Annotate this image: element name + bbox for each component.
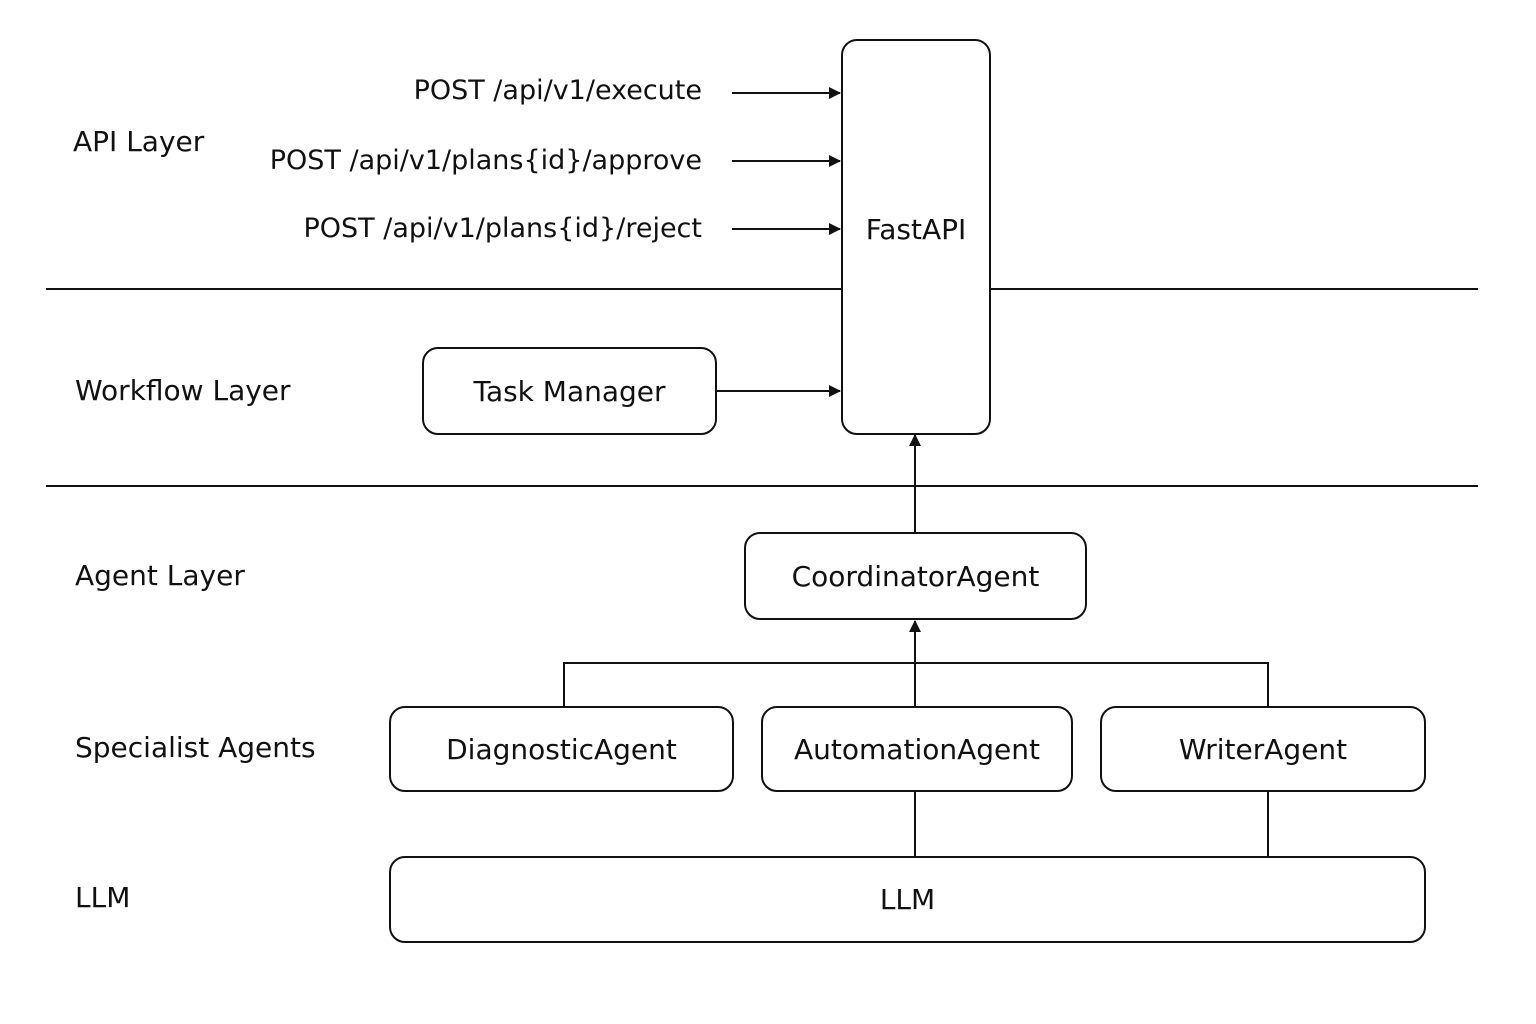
automation-agent-label: AutomationAgent [794, 732, 1040, 766]
layer-label-api: API Layer [73, 125, 205, 158]
task-manager-node: Task Manager [422, 347, 717, 435]
fastapi-label: FastAPI [865, 213, 967, 246]
diagnostic-agent-node: DiagnosticAgent [389, 706, 734, 792]
coordinator-agent-label: CoordinatorAgent [791, 559, 1040, 593]
endpoint-reject: POST /api/v1/plans{id}/reject [303, 213, 702, 244]
diagnostic-agent-label: DiagnosticAgent [446, 732, 677, 766]
fastapi-node: FastAPI [841, 39, 991, 435]
writer-agent-node: WriterAgent [1100, 706, 1426, 792]
layer-label-llm: LLM [75, 881, 131, 914]
endpoint-execute: POST /api/v1/execute [413, 75, 702, 106]
layer-label-specialist: Specialist Agents [75, 731, 316, 764]
layer-label-workflow: Workflow Layer [75, 374, 291, 407]
layer-label-agent: Agent Layer [75, 559, 245, 592]
llm-label: LLM [879, 883, 936, 916]
endpoint-approve: POST /api/v1/plans{id}/approve [269, 145, 702, 176]
writer-agent-label: WriterAgent [1178, 732, 1348, 766]
coordinator-agent-node: CoordinatorAgent [744, 532, 1087, 620]
task-manager-label: Task Manager [473, 374, 666, 408]
llm-node: LLM [389, 856, 1426, 943]
automation-agent-node: AutomationAgent [761, 706, 1073, 792]
